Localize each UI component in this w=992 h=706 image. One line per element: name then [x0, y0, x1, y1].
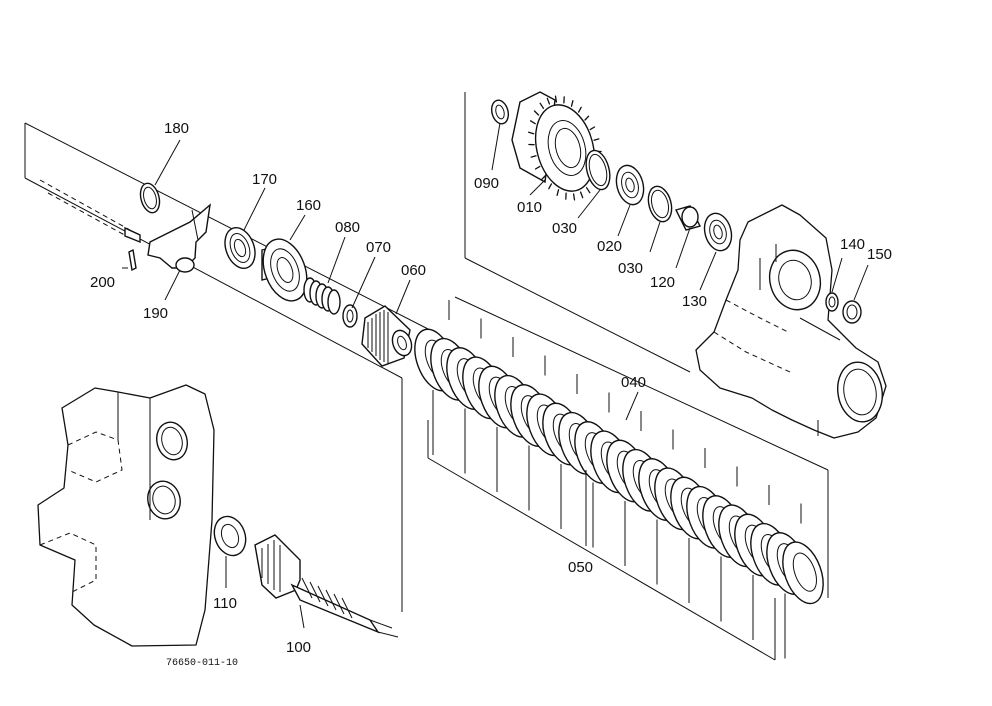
washer-070 — [342, 304, 358, 328]
label-150: 150 — [867, 246, 892, 263]
disc-pack — [414, 300, 824, 659]
part-labels: 180 170 160 080 070 060 200 190 090 010 … — [90, 120, 892, 669]
label-100: 100 — [286, 639, 311, 656]
drawing-code: 76650-011-10 — [166, 658, 238, 669]
pin-200 — [128, 248, 137, 272]
label-180: 180 — [164, 120, 189, 137]
circlip-180 — [139, 182, 161, 214]
label-190: 190 — [143, 305, 168, 322]
label-090: 090 — [474, 175, 499, 192]
shaft-100 — [254, 534, 399, 638]
bearing-170 — [224, 226, 256, 270]
label-060: 060 — [401, 262, 426, 279]
frame-lines — [24, 92, 829, 661]
snap-ring-030-b — [647, 185, 673, 223]
plate-bore — [792, 552, 818, 592]
label-110: 110 — [213, 595, 237, 612]
label-160: 160 — [296, 197, 321, 214]
label-070: 070 — [366, 239, 391, 256]
splined-hub-060 — [361, 305, 413, 367]
thrust-washer-090 — [490, 99, 510, 125]
leader-lines — [122, 122, 869, 546]
label-010: 010 — [517, 199, 542, 216]
label-120: 120 — [650, 274, 675, 291]
transmission-case — [37, 384, 215, 647]
label-130: 130 — [682, 293, 707, 310]
snap-ring-030-a — [585, 149, 611, 191]
seal-140 — [825, 292, 839, 312]
seal-150 — [842, 300, 862, 324]
label-020: 020 — [597, 238, 622, 255]
bearing-110 — [213, 515, 247, 588]
label-030-a: 030 — [552, 220, 577, 237]
label-170: 170 — [252, 171, 277, 188]
label-030-b: 030 — [618, 260, 643, 277]
bearing-130 — [703, 212, 733, 252]
label-050: 050 — [568, 559, 593, 576]
hub-160 — [261, 238, 308, 302]
label-200: 200 — [90, 274, 115, 291]
label-040: 040 — [621, 374, 646, 391]
label-140: 140 — [840, 236, 865, 253]
bearing-020 — [615, 164, 645, 206]
collar-120 — [674, 205, 702, 231]
gear-010 — [511, 91, 602, 201]
label-080: 080 — [335, 219, 360, 236]
rear-housing — [695, 204, 887, 439]
steel-plate — [782, 541, 824, 605]
spring-080 — [303, 277, 341, 315]
shift-fork-190 — [39, 179, 211, 273]
